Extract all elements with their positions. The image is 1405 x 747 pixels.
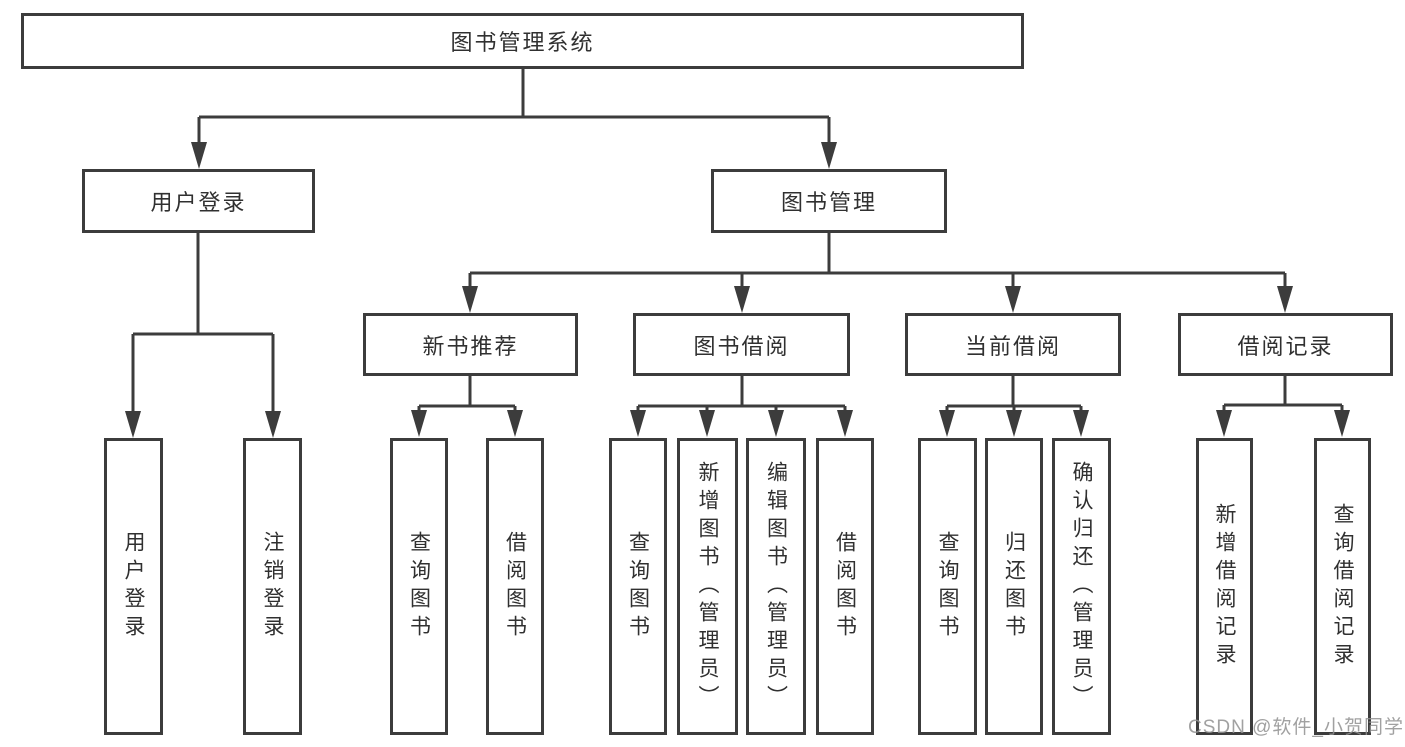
- arrowheads: [125, 142, 1350, 438]
- leaf-user-login: 用户登录: [104, 438, 163, 735]
- node-book-borrow-label: 图书借阅: [693, 333, 790, 359]
- leaf-current-return-book-label: 归还图书: [1002, 530, 1026, 643]
- leaf-logout: 注销登录: [243, 438, 302, 735]
- node-user-login-label: 用户登录: [150, 190, 247, 215]
- csdn-watermark: CSDN @软件_小贺同学: [1188, 717, 1404, 738]
- node-user-login: 用户登录: [82, 169, 315, 233]
- node-book-borrow: 图书借阅: [633, 313, 850, 376]
- leaf-borrow-edit-book-admin-label: 编辑图书（管理员）: [764, 460, 788, 713]
- node-borrow-record: 借阅记录: [1178, 313, 1393, 376]
- leaf-logout-label: 注销登录: [261, 530, 284, 643]
- node-root-label: 图书管理系统: [450, 30, 595, 55]
- node-new-book-recommend: 新书推荐: [363, 313, 578, 376]
- node-root: 图书管理系统: [21, 13, 1024, 69]
- leaf-borrow-edit-book-admin: 编辑图书（管理员）: [746, 438, 806, 735]
- connector-paths: [131, 69, 1344, 415]
- leaf-recommend-borrow-book-label: 借阅图书: [503, 530, 527, 643]
- node-new-book-recommend-label: 新书推荐: [422, 333, 519, 359]
- leaf-current-confirm-return-admin: 确认归还（管理员）: [1052, 438, 1111, 735]
- leaf-borrow-borrow-book-label: 借阅图书: [833, 530, 857, 643]
- node-book-management: 图书管理: [711, 169, 947, 233]
- leaf-record-add: 新增借阅记录: [1196, 438, 1253, 735]
- leaf-recommend-query-book-label: 查询图书: [407, 530, 431, 643]
- leaf-current-confirm-return-admin-label: 确认归还（管理员）: [1070, 460, 1093, 713]
- leaf-recommend-query-book: 查询图书: [390, 438, 448, 735]
- leaf-borrow-add-book-admin-label: 新增图书（管理员）: [696, 460, 719, 713]
- leaf-borrow-add-book-admin: 新增图书（管理员）: [677, 438, 738, 735]
- node-current-borrow: 当前借阅: [905, 313, 1121, 376]
- node-current-borrow-label: 当前借阅: [964, 333, 1061, 359]
- leaf-current-query-book: 查询图书: [918, 438, 977, 735]
- leaf-current-return-book: 归还图书: [985, 438, 1043, 735]
- leaf-borrow-query-book: 查询图书: [609, 438, 667, 735]
- leaf-user-login-label: 用户登录: [122, 530, 145, 643]
- node-borrow-record-label: 借阅记录: [1237, 333, 1334, 359]
- leaf-recommend-borrow-book: 借阅图书: [486, 438, 544, 735]
- node-book-management-label: 图书管理: [780, 190, 877, 215]
- leaf-record-query: 查询借阅记录: [1314, 438, 1371, 735]
- leaf-borrow-borrow-book: 借阅图书: [816, 438, 874, 735]
- leaf-borrow-query-book-label: 查询图书: [626, 530, 650, 643]
- leaf-record-add-label: 新增借阅记录: [1213, 502, 1236, 671]
- leaf-current-query-book-label: 查询图书: [936, 530, 959, 643]
- leaf-record-query-label: 查询借阅记录: [1331, 502, 1354, 671]
